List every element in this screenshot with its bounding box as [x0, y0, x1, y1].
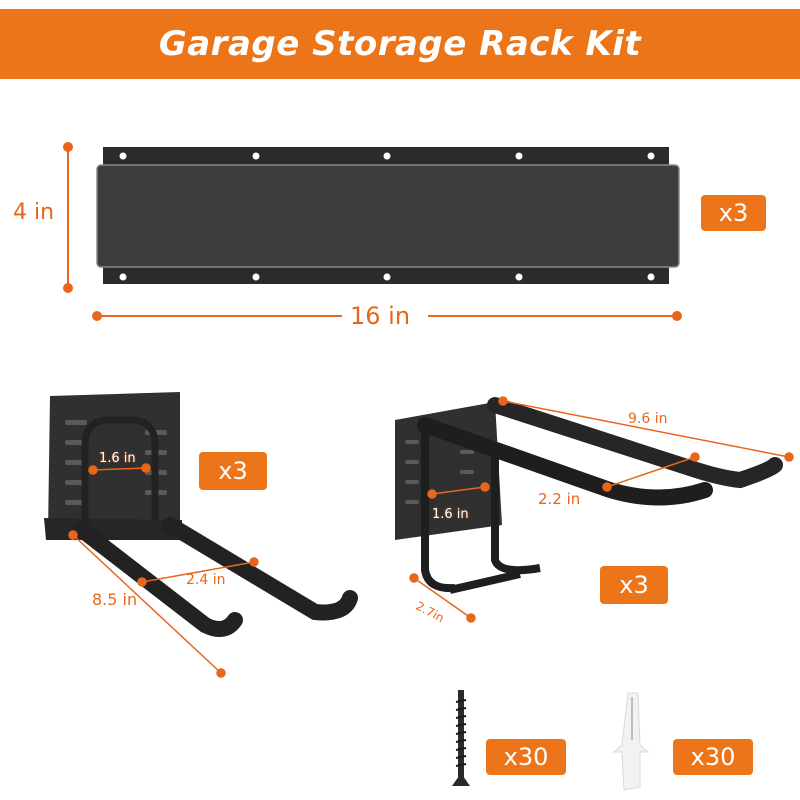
rail-height-label: 4 in [13, 200, 55, 225]
wall-rail-image [96, 147, 680, 284]
double-hook-length-label: 8.5 in [92, 590, 138, 609]
page-title: Garage Storage Rack Kit [158, 24, 642, 64]
u-hook-length-label: 9.6 in [628, 411, 668, 427]
double-hook-dimension-lines [68, 463, 259, 678]
anchors-quantity-badge: x30 [673, 739, 753, 775]
u-hook-dimension-lines [409, 396, 794, 623]
wall-anchor-icon [612, 692, 650, 791]
rail-width-label: 16 in [350, 302, 411, 330]
screw-icon [452, 690, 470, 786]
u-hook-spacing-label: 2.2 in [538, 490, 581, 508]
screws-quantity-badge: x30 [486, 739, 566, 775]
rail-dimension-lines [63, 142, 682, 321]
rail-quantity-badge: x3 [701, 195, 766, 231]
u-hook-quantity-badge: x3 [600, 566, 668, 604]
double-hook-inner-width-label: 1.6 in [99, 451, 136, 466]
u-hook-image [395, 397, 783, 594]
title-banner: Garage Storage Rack Kit [0, 9, 800, 79]
double-hook-quantity-badge: x3 [199, 452, 267, 490]
double-hook-image [44, 392, 358, 637]
u-hook-inner-width-label: 1.6 in [432, 507, 469, 522]
double-hook-spacing-label: 2.4 in [186, 572, 226, 588]
